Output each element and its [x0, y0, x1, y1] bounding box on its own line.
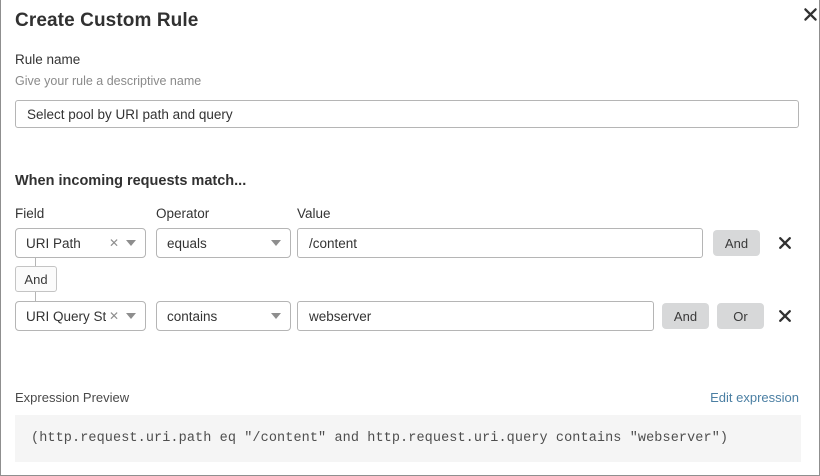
value-input-1[interactable] — [297, 228, 703, 258]
page-title: Create Custom Rule — [15, 10, 199, 31]
or-button-row-2[interactable]: Or — [717, 303, 764, 329]
operator-select-1-value: equals — [167, 235, 207, 251]
clear-icon[interactable]: ✕ — [108, 309, 119, 323]
remove-condition-1-icon[interactable] — [776, 234, 794, 252]
expression-preview-box: (http.request.uri.path eq "/content" and… — [15, 415, 801, 462]
clear-icon[interactable]: ✕ — [108, 236, 119, 250]
operator-select-1[interactable]: equals — [156, 228, 291, 258]
dialog-header: Create Custom Rule — [15, 8, 805, 40]
column-header-value: Value — [297, 206, 331, 221]
connector-line-top — [35, 258, 36, 266]
rule-name-label: Rule name — [15, 52, 81, 67]
field-select-1[interactable]: URI Path ✕ — [15, 228, 146, 258]
connector-and-badge[interactable]: And — [15, 266, 57, 292]
chevron-down-icon[interactable] — [271, 240, 281, 246]
column-header-operator: Operator — [156, 206, 210, 221]
connector-line-bottom — [35, 292, 36, 302]
chevron-down-icon[interactable] — [126, 240, 136, 246]
operator-select-2-value: contains — [167, 308, 218, 324]
column-header-field: Field — [15, 206, 45, 221]
value-input-2[interactable] — [297, 301, 654, 331]
chevron-down-icon[interactable] — [271, 313, 281, 319]
field-select-2[interactable]: URI Query St... ✕ — [15, 301, 146, 331]
chevron-down-icon[interactable] — [126, 313, 136, 319]
expression-preview-label: Expression Preview — [15, 390, 130, 405]
conditions-heading: When incoming requests match... — [15, 173, 247, 189]
edit-expression-link[interactable]: Edit expression — [710, 390, 799, 405]
operator-select-2[interactable]: contains — [156, 301, 291, 331]
close-icon[interactable] — [801, 5, 819, 23]
rule-name-help-text: Give your rule a descriptive name — [15, 74, 202, 88]
condition-row: URI Query St... ✕ contains And Or — [1, 301, 819, 331]
field-select-1-value: URI Path — [26, 235, 81, 251]
and-button-row-1[interactable]: And — [713, 230, 760, 256]
condition-connector: And — [15, 258, 135, 303]
remove-condition-2-icon[interactable] — [776, 307, 794, 325]
and-button-row-2[interactable]: And — [662, 303, 709, 329]
rule-name-input[interactable] — [15, 100, 799, 128]
field-select-2-value: URI Query St... — [26, 308, 106, 324]
expression-code: (http.request.uri.path eq "/content" and… — [31, 431, 729, 446]
condition-row: URI Path ✕ equals And — [1, 228, 819, 258]
